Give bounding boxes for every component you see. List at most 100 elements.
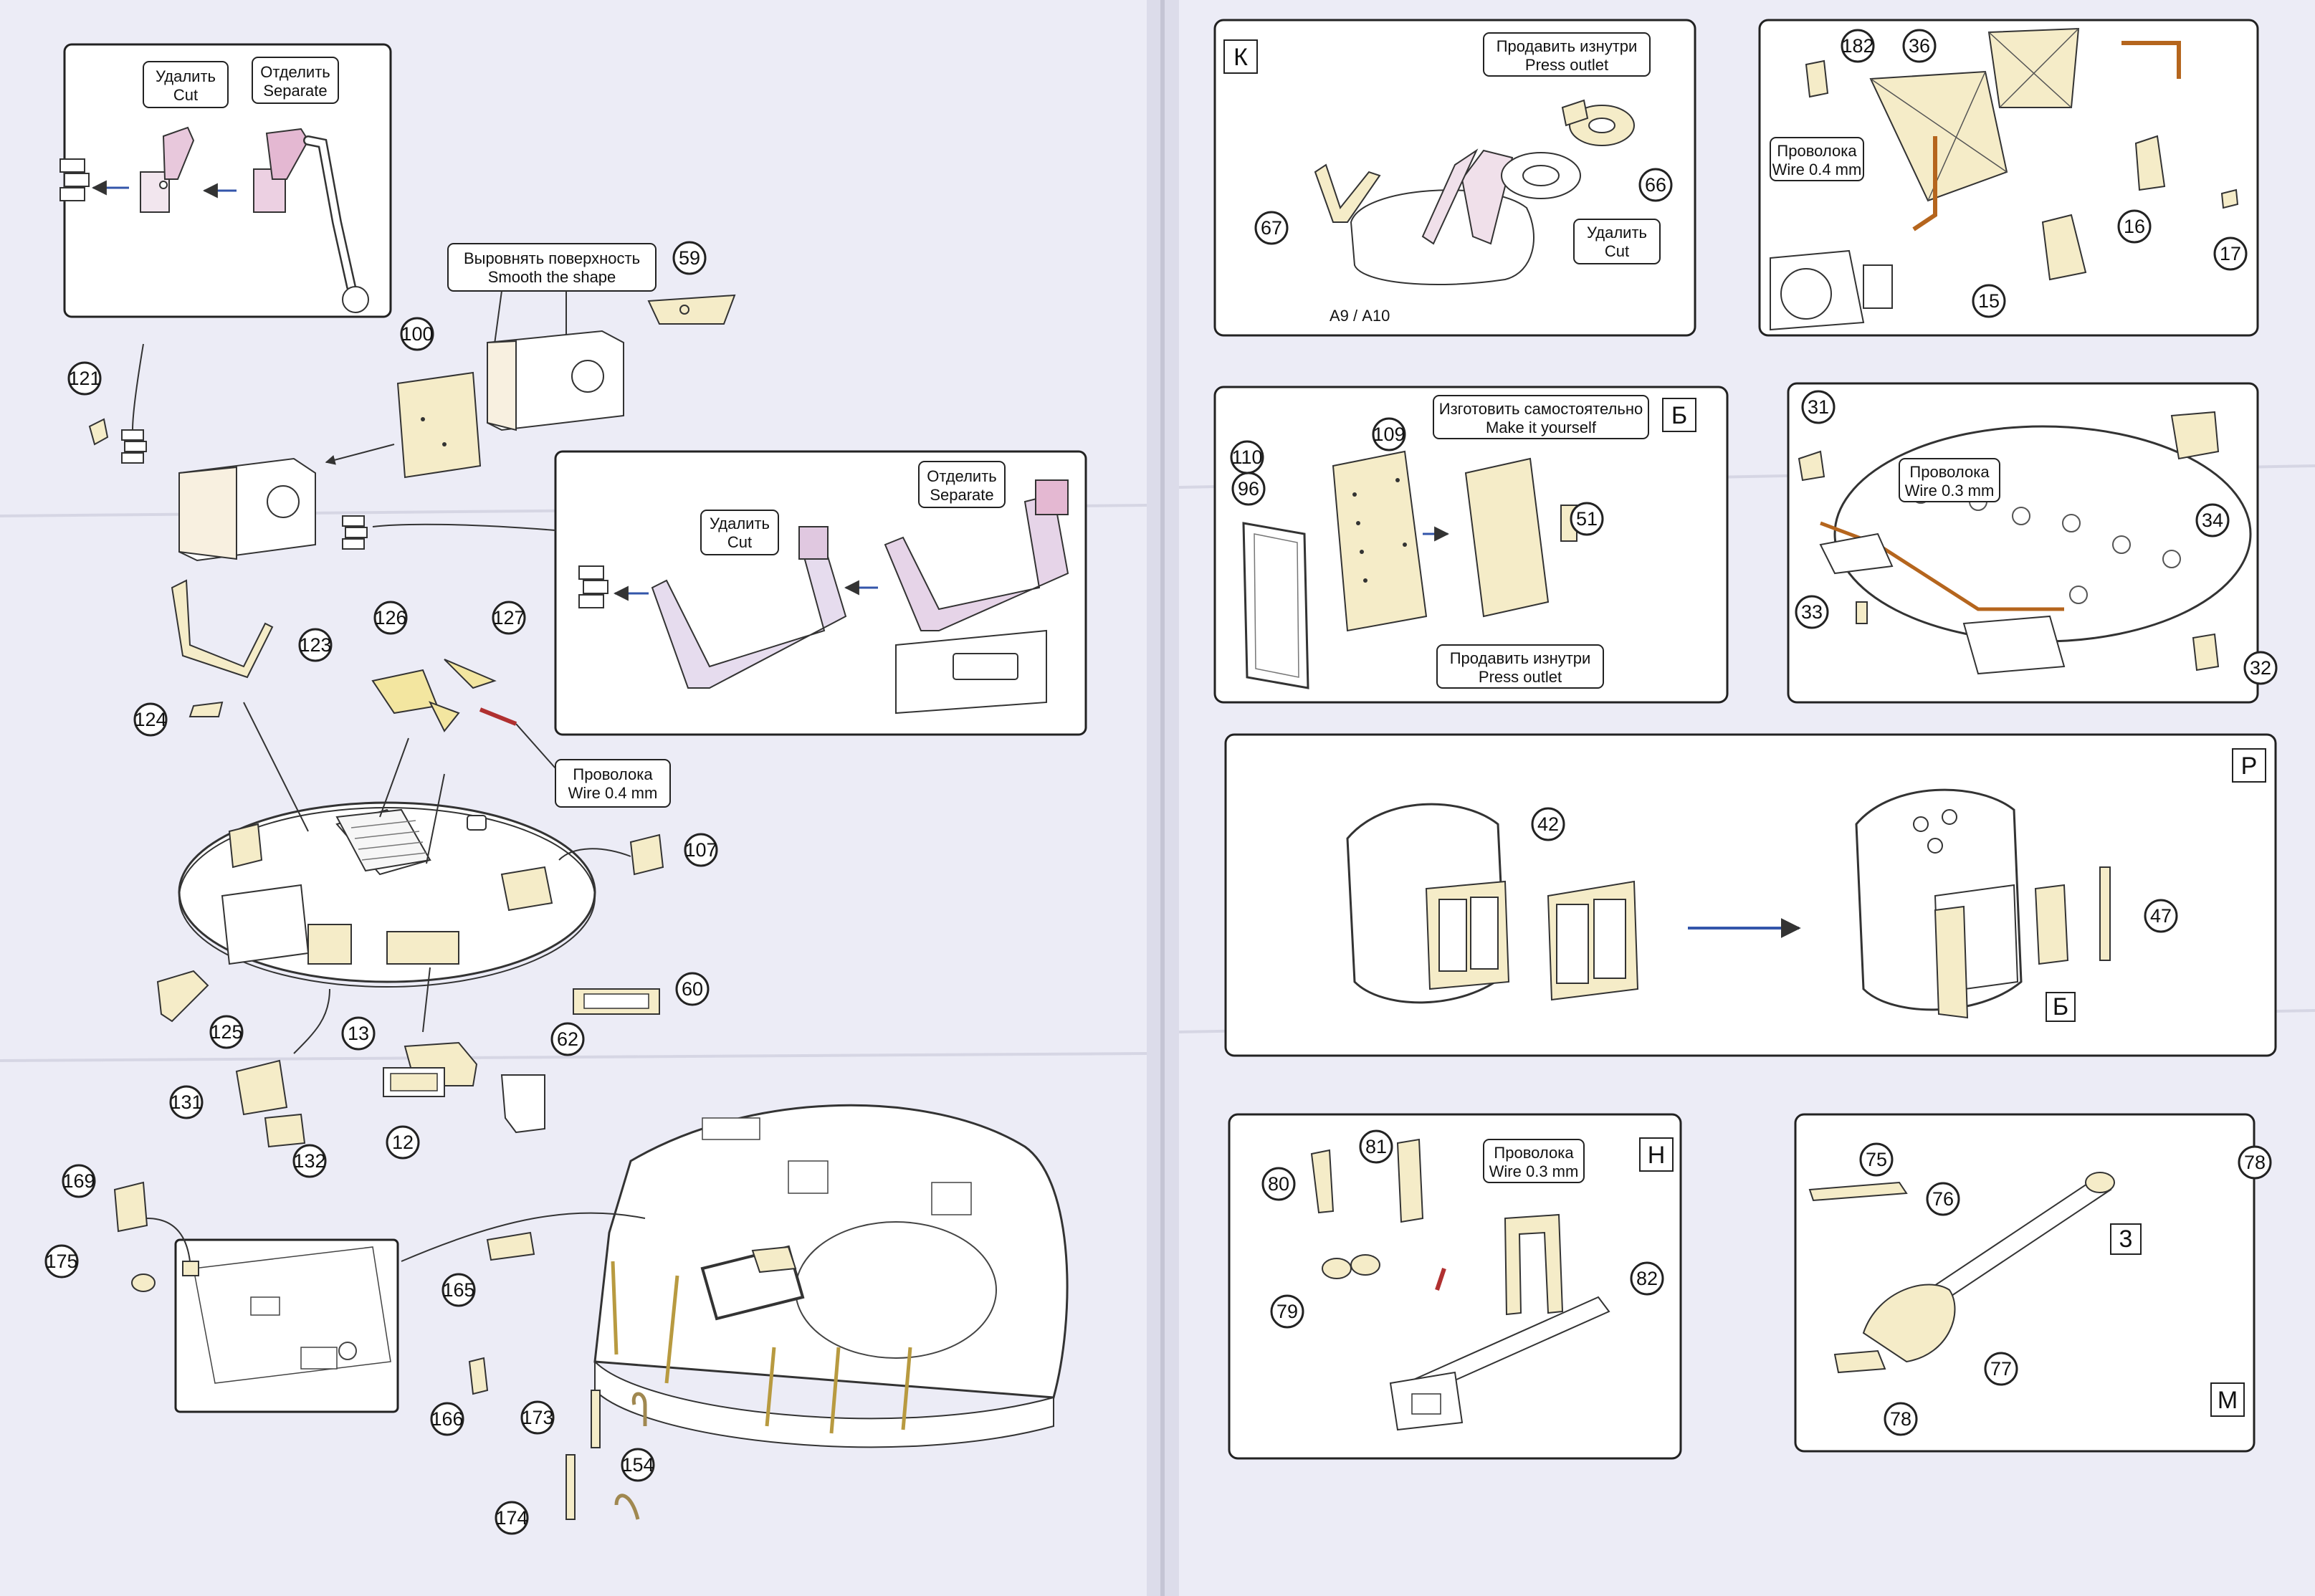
hinge-part-cut — [140, 126, 195, 213]
panel-m: М 3 — [1794, 1113, 2256, 1453]
callout-number: 166 — [431, 1408, 463, 1430]
callout-number: 100 — [401, 323, 433, 345]
part-182-bracket — [1805, 59, 1829, 98]
callout-number: 42 — [1537, 813, 1559, 835]
callout-47: 47 — [2144, 899, 2178, 933]
callout-number: 78 — [1890, 1408, 1911, 1430]
callout-100: 100 — [400, 317, 434, 351]
make-yourself-ru: Изготовить самостоятельно — [1439, 400, 1643, 418]
bracket-separate-en: Separate — [930, 486, 993, 504]
callout-17: 17 — [2213, 236, 2248, 271]
callout-number: 123 — [299, 634, 331, 656]
callout-78: 78 — [2238, 1145, 2272, 1180]
part-66-ring — [1561, 99, 1635, 146]
cut-k-ru: Удалить — [1587, 224, 1647, 242]
callout-77: 77 — [1984, 1352, 2018, 1386]
stowage-box-assembled — [178, 457, 316, 562]
panel-k-letter: К — [1233, 44, 1248, 71]
panel-n-letter: Н — [1648, 1142, 1666, 1169]
callout-number: 182 — [1841, 35, 1874, 57]
separate-label-ru: Отделить — [260, 63, 330, 81]
callout-number: 169 — [62, 1170, 95, 1192]
cut-label-ru: Удалить — [156, 67, 216, 85]
bracket-separate-label: Отделить Separate — [918, 461, 1006, 508]
panel-n: Н Проволока Wire 0.3 mm — [1228, 1113, 1682, 1460]
callout-169: 169 — [62, 1164, 96, 1198]
callout-number: 127 — [492, 607, 525, 629]
turret-left-view — [1346, 803, 1639, 1004]
callout-80: 80 — [1261, 1167, 1296, 1201]
part-165-166 — [468, 1231, 535, 1395]
callout-circle — [621, 1448, 655, 1482]
callout-79: 79 — [1270, 1294, 1304, 1329]
press-outlet-note-k: Продавить изнутри Press outlet — [1483, 32, 1651, 77]
wire-note-left-ru: Проволока — [573, 765, 653, 783]
callout-circle — [1231, 472, 1266, 506]
gun-barrel-n — [1389, 1296, 1610, 1431]
panel-k: К Продавить изнутри Press outlet Удалить… — [1213, 19, 1696, 337]
press-outlet-b-ru: Продавить изнутри — [1450, 649, 1591, 667]
callout-circle — [209, 1015, 244, 1049]
callout-131: 131 — [169, 1085, 204, 1119]
shovel-assembly — [1808, 1172, 2115, 1374]
callout-circle — [672, 241, 707, 275]
callout-circle — [1261, 1167, 1296, 1201]
callout-circle — [133, 702, 168, 737]
callout-circle — [1859, 1142, 1894, 1177]
callout-number: 75 — [1866, 1149, 1887, 1170]
wire-03-note-hatch: Проволока Wire 0.3 mm — [1899, 458, 2000, 502]
callout-circle — [2243, 651, 2278, 685]
callout-circle — [1570, 502, 1604, 536]
wire-note-left: Проволока Wire 0.4 mm — [479, 707, 671, 808]
callout-number: 78 — [2244, 1152, 2266, 1173]
callout-number: 32 — [2250, 657, 2271, 679]
callout-33: 33 — [1795, 595, 1829, 629]
press-outlet-k-ru: Продавить изнутри — [1497, 37, 1638, 55]
make-yourself-en: Make it yourself — [1486, 419, 1597, 436]
callout-number: 131 — [170, 1091, 202, 1113]
callout-circle — [520, 1400, 555, 1435]
callout-12: 12 — [386, 1125, 420, 1160]
callout-circle — [1841, 29, 1875, 63]
wire-04-en: Wire 0.4 mm — [1772, 161, 1862, 178]
wire-03-n-ru: Проволока — [1494, 1144, 1574, 1162]
inset-lower-detail — [174, 1238, 399, 1413]
part-131-132-plates — [235, 1059, 306, 1148]
press-outlet-note-b: Продавить изнутри Press outlet — [1436, 644, 1604, 689]
callout-circle — [684, 833, 718, 867]
callout-13: 13 — [341, 1016, 376, 1051]
panel-hatch: Проволока Wire 0.3 mm — [1787, 382, 2259, 704]
callout-circle — [550, 1022, 585, 1056]
callout-132: 132 — [292, 1144, 327, 1178]
callout-125: 125 — [209, 1015, 244, 1049]
callout-96: 96 — [1231, 472, 1266, 506]
callout-circle — [292, 1144, 327, 1178]
callout-109: 109 — [1372, 417, 1406, 451]
callout-number: 125 — [210, 1021, 242, 1043]
callout-number: 121 — [68, 368, 100, 389]
wire-03-hatch-ru: Проволока — [1909, 463, 1990, 481]
callout-circle — [2238, 1145, 2272, 1180]
parts-80-81-79-82 — [1310, 1138, 1564, 1316]
part-label-a9-a10: А9 / А10 — [1330, 307, 1390, 325]
wire-03-hatch-en: Wire 0.3 mm — [1905, 482, 1995, 500]
smooth-note-en: Smooth the shape — [488, 268, 616, 286]
callout-circle — [1630, 1261, 1664, 1296]
callout-165: 165 — [441, 1273, 476, 1307]
callout-81: 81 — [1359, 1129, 1393, 1164]
callout-number: 132 — [293, 1150, 325, 1172]
part-36-mirror — [1869, 27, 2080, 202]
callout-number: 59 — [679, 247, 700, 269]
separate-label-box: Отделить Separate — [252, 57, 339, 104]
callout-circle — [44, 1244, 79, 1279]
callout-62: 62 — [550, 1022, 585, 1056]
callout-78: 78 — [1884, 1402, 1918, 1436]
cut-k-en: Cut — [1605, 242, 1629, 260]
callout-107: 107 — [684, 833, 718, 867]
callout-number: 31 — [1808, 396, 1829, 418]
callout-circle — [1926, 1182, 1960, 1216]
callout-circle — [67, 361, 102, 396]
bracket-cut-part — [651, 526, 847, 689]
callout-circle — [430, 1402, 464, 1436]
